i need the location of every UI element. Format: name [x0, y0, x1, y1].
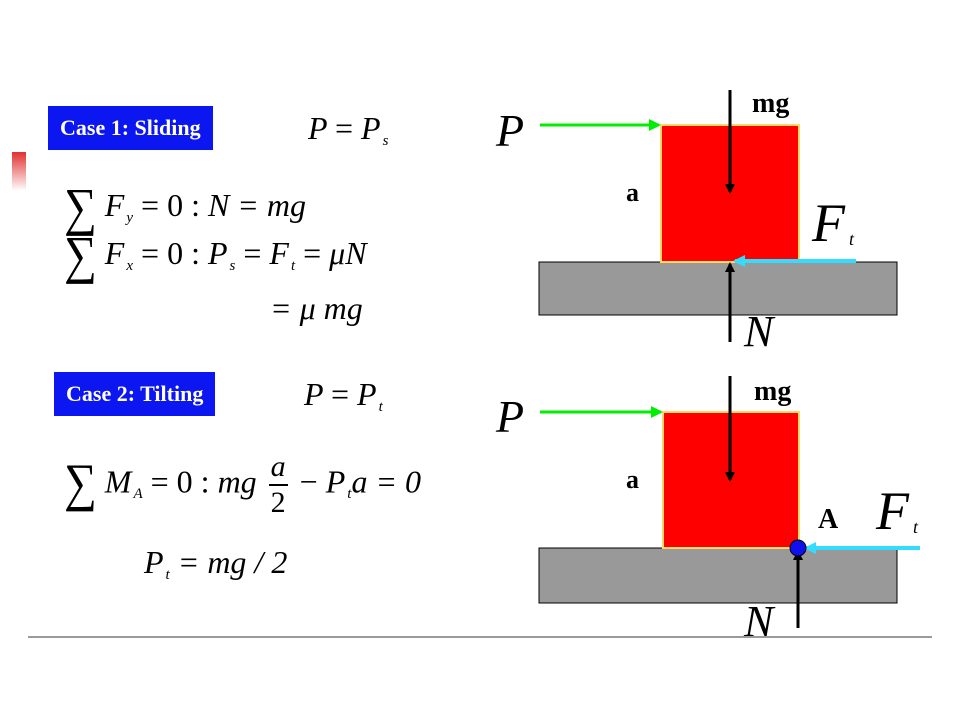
label-weight: mg: [752, 88, 790, 119]
eq-op: =: [330, 376, 350, 412]
ground-surface: [538, 261, 898, 316]
eq-op: =: [303, 235, 322, 271]
eq-var: F: [269, 235, 289, 271]
eq-var: P: [357, 376, 377, 412]
eq-var: P: [144, 544, 164, 580]
eq-var: P: [207, 235, 228, 271]
eq-sub: s: [229, 258, 236, 274]
diagram-sliding: [538, 90, 898, 342]
case1-badge: Case 1: Sliding: [48, 106, 213, 150]
eq-op: =: [334, 110, 354, 146]
eq-sub: t: [290, 258, 296, 274]
friction-subscript: t: [913, 517, 919, 537]
eq-var: F: [104, 235, 125, 271]
friction-symbol: F: [812, 193, 845, 253]
eq-rel: = mg / 2: [177, 544, 288, 580]
diagram-tilting: [538, 376, 920, 628]
label-side-a: a: [626, 465, 639, 494]
ground-surface: [538, 547, 898, 604]
case1-eq-mumg: = μ mg: [270, 290, 363, 326]
pivot-point: [789, 539, 807, 557]
friction-symbol: F: [876, 481, 909, 541]
label-push-force: P: [496, 391, 525, 442]
eq-var: M: [104, 463, 132, 500]
eq-sub: A: [133, 486, 143, 503]
eq-var: P: [308, 110, 327, 146]
case2-badge: Case 2: Tilting: [54, 372, 216, 416]
friction-subscript: t: [849, 229, 855, 249]
eq-sub: t: [378, 399, 383, 415]
label-push-force: P: [496, 105, 525, 156]
eq-rel: N = mg: [207, 187, 306, 223]
eq-var: P: [361, 110, 381, 146]
eq-sub: y: [126, 210, 134, 226]
eq-var: mg: [217, 463, 257, 500]
fraction-denominator: 2: [268, 484, 288, 519]
eq-var: P: [325, 463, 346, 500]
eq-var: μN: [329, 235, 367, 271]
slide-accent-mark: [12, 152, 26, 190]
eq-sub: x: [126, 258, 134, 274]
eq-cond: = 0 :: [141, 187, 200, 223]
eq-cond: = 0 :: [150, 463, 210, 500]
eq-cond: = 0 :: [141, 235, 200, 271]
eq-rel: a = 0: [351, 463, 422, 500]
sigma-symbol: ∑: [64, 225, 97, 284]
eq-op: =: [243, 235, 262, 271]
fraction-numerator: a: [270, 450, 286, 483]
label-side-a: a: [626, 178, 639, 207]
eq-op: −: [299, 463, 318, 500]
label-weight: mg: [754, 376, 792, 407]
eq-sub: t: [347, 486, 352, 503]
eq-sub: t: [165, 567, 170, 583]
label-pivot-A: A: [818, 504, 839, 535]
fraction: a 2: [268, 450, 288, 519]
sigma-symbol: ∑: [64, 453, 97, 513]
sigma-symbol: ∑: [64, 177, 97, 236]
label-normal-force: N: [744, 307, 774, 356]
footer-divider: [28, 636, 932, 638]
eq-sub: s: [382, 133, 389, 149]
eq-var: F: [104, 187, 125, 223]
eq-var: P: [304, 376, 323, 412]
